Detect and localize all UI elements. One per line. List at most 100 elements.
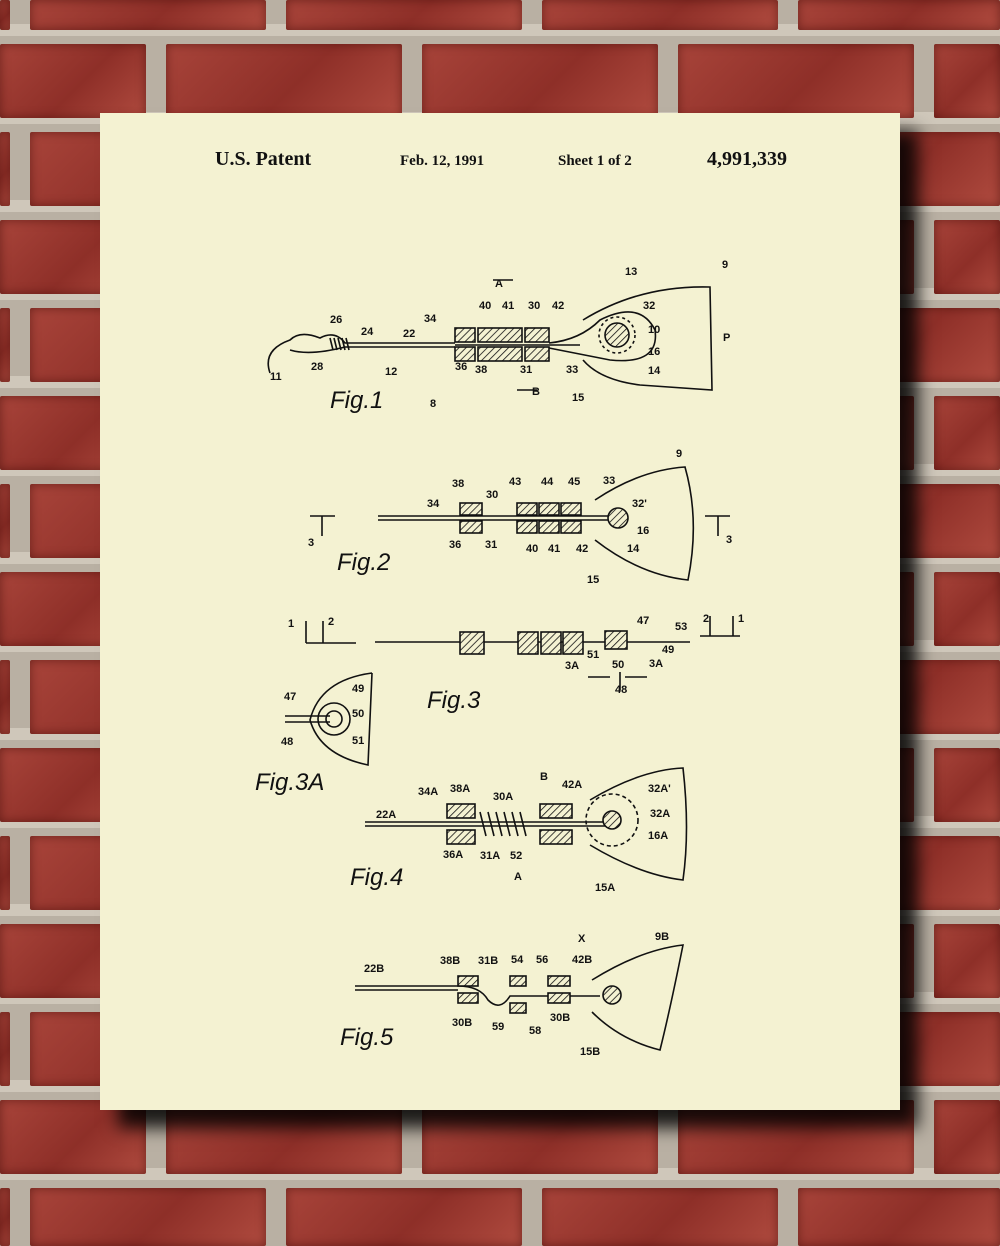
fig3a-reference-label: 48 — [281, 736, 293, 748]
brick — [0, 1100, 146, 1174]
fig1-reference-label: 40 — [479, 300, 491, 312]
fig5-reference-label: 58 — [529, 1025, 541, 1037]
fig1-reference-label: 30 — [528, 300, 540, 312]
brick — [422, 1100, 658, 1174]
fig2-reference-label: 31 — [485, 539, 497, 551]
fig4-reference-label: 16A — [648, 830, 668, 842]
fig3-reference-label: 53 — [675, 621, 687, 633]
fig5-reference-label: 22B — [364, 963, 384, 975]
brick — [0, 1188, 10, 1246]
brick — [934, 220, 1000, 294]
figure-4 — [365, 767, 688, 881]
fig2-reference-label: 34 — [427, 498, 440, 510]
fig4-reference-label: 31A — [480, 850, 500, 862]
fig3-reference-label: 3A — [565, 660, 579, 672]
figure-3 — [305, 616, 740, 690]
brick — [166, 1100, 402, 1174]
fig2-reference-label: 38 — [452, 478, 464, 490]
fig1-reference-label: A — [495, 278, 503, 290]
fig1-reference-label: 36 — [455, 361, 467, 373]
figure-2 — [310, 466, 730, 581]
fig4-reference-label: 52 — [510, 850, 522, 862]
brick — [542, 1188, 778, 1246]
fig3-reference-label: 2 — [703, 613, 709, 625]
fig2-reference-label: 15 — [587, 574, 599, 586]
fig1-reference-label: 10 — [648, 324, 660, 336]
fig4-reference-label: 36A — [443, 849, 463, 861]
brick — [934, 572, 1000, 646]
fig2-reference-label: 40 — [526, 543, 538, 555]
fig2-reference-label: 36 — [449, 539, 461, 551]
fig1-reference-label: 22 — [403, 328, 415, 340]
fig1-reference-label: 38 — [475, 364, 487, 376]
header-patent-number: 4,991,339 — [707, 148, 787, 170]
fig5-reference-label: X — [578, 933, 586, 945]
brick — [0, 484, 10, 558]
fig5-reference-label: 31B — [478, 955, 498, 967]
fig2-reference-label: 30 — [486, 489, 498, 501]
fig3-reference-label: 2 — [328, 616, 334, 628]
fig5-reference-label: 30B — [550, 1012, 570, 1024]
brick — [166, 44, 402, 118]
brick — [0, 660, 10, 734]
brick — [934, 396, 1000, 470]
fig1-reference-label: 24 — [361, 326, 374, 338]
fig5-reference-label: 42B — [572, 954, 592, 966]
fig1-reference-label: 14 — [648, 365, 661, 377]
fig3-reference-label: 48 — [615, 684, 627, 696]
fig4-reference-label: 38A — [450, 783, 470, 795]
fig3-reference-label: 49 — [662, 644, 674, 656]
fig5-reference-label: 54 — [511, 954, 524, 966]
fig2-reference-label: 3 — [308, 537, 314, 549]
fig1-reference-label: 11 — [270, 371, 282, 383]
brick — [0, 44, 146, 118]
fig4-reference-label: 32A — [650, 808, 670, 820]
brick — [798, 1188, 1000, 1246]
fig1-reference-label: 15 — [572, 392, 584, 404]
fig1-reference-label: 32 — [643, 300, 655, 312]
brick — [422, 44, 658, 118]
brick — [678, 44, 914, 118]
fig2-reference-label: 16 — [637, 525, 649, 537]
fig2-reference-label: 14 — [627, 543, 640, 555]
brick — [934, 924, 1000, 998]
brick — [934, 44, 1000, 118]
patent-header: U.S. Patent Feb. 12, 1991 Sheet 1 of 2 4… — [215, 148, 787, 170]
brick — [0, 1012, 10, 1086]
figure-2-caption: Fig.2 — [337, 549, 390, 576]
fig3-reference-label: 51 — [587, 649, 599, 661]
fig3-reference-label: 3A — [649, 658, 663, 670]
fig2-reference-label: 44 — [541, 476, 554, 488]
figure-3a-caption: Fig.3A — [255, 769, 324, 796]
fig5-reference-label: 15B — [580, 1046, 600, 1058]
fig1-reference-label: 8 — [430, 398, 436, 410]
fig1-reference-label: 28 — [311, 361, 323, 373]
figure-3a — [285, 672, 373, 766]
fig5-reference-label: 38B — [440, 955, 460, 967]
fig5-reference-label: 59 — [492, 1021, 504, 1033]
fig3a-reference-label: 50 — [352, 708, 364, 720]
brick — [0, 308, 10, 382]
fig1-reference-label: 13 — [625, 266, 637, 278]
brick — [30, 0, 266, 30]
brick — [798, 0, 1000, 30]
fig3-reference-label: 1 — [288, 618, 294, 630]
brick — [30, 1188, 266, 1246]
figure-5 — [355, 944, 685, 1051]
fig3-reference-label: 47 — [637, 615, 649, 627]
fig3-reference-label: 50 — [612, 659, 624, 671]
fig4-reference-label: 22A — [376, 809, 396, 821]
fig4-reference-label: B — [540, 771, 548, 783]
fig2-reference-label: 32' — [632, 498, 647, 510]
brick — [0, 132, 10, 206]
fig2-reference-label: 41 — [548, 543, 560, 555]
fig2-reference-label: 43 — [509, 476, 521, 488]
brick — [0, 836, 10, 910]
fig4-reference-label: 15A — [595, 882, 615, 894]
brick — [542, 0, 778, 30]
